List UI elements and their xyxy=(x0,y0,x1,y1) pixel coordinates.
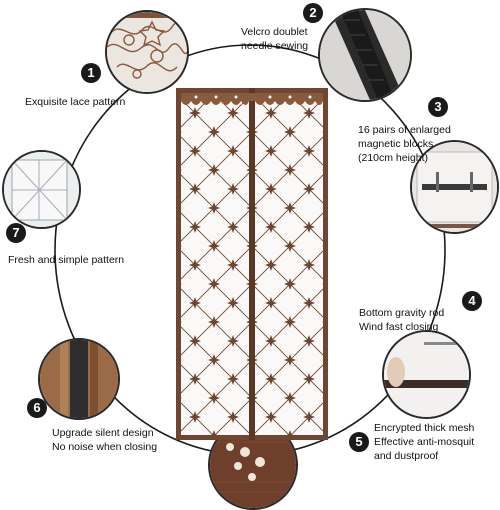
silent-design-detail-photo xyxy=(38,338,120,420)
feature-3-badge: 3 xyxy=(428,97,448,117)
feature-2-caption: Velcro doublet needle sewing xyxy=(241,26,309,52)
feature-3-caption: 16 pairs of enlarged magnetic blocks (21… xyxy=(358,124,451,164)
magnetic-screen-curtain xyxy=(176,88,328,440)
gravity-rod-detail-photo xyxy=(382,330,471,419)
feature-1-badge: 1 xyxy=(81,63,101,83)
simple-pattern-detail-photo xyxy=(2,150,81,229)
feature-6-badge: 6 xyxy=(27,398,47,418)
feature-2-badge: 2 xyxy=(303,3,323,23)
feature-5-badge: 5 xyxy=(349,432,369,452)
feature-1-caption: Exquisite lace pattern xyxy=(25,96,126,108)
magnetic-blocks-detail-photo xyxy=(410,140,499,234)
feature-4-caption: Bottom gravity rod Wind fast closing xyxy=(359,307,445,333)
feature-4-badge: 4 xyxy=(462,291,482,311)
feature-6-caption: Upgrade silent design No noise when clos… xyxy=(52,427,158,453)
feature-5-caption: Encrypted thick mesh Effective anti-mosq… xyxy=(374,422,475,462)
feature-7-badge: 7 xyxy=(6,223,26,243)
lace-detail-photo xyxy=(105,10,189,94)
feature-7-caption: Fresh and simple pattern xyxy=(8,254,125,266)
velcro-detail-photo xyxy=(318,8,412,102)
